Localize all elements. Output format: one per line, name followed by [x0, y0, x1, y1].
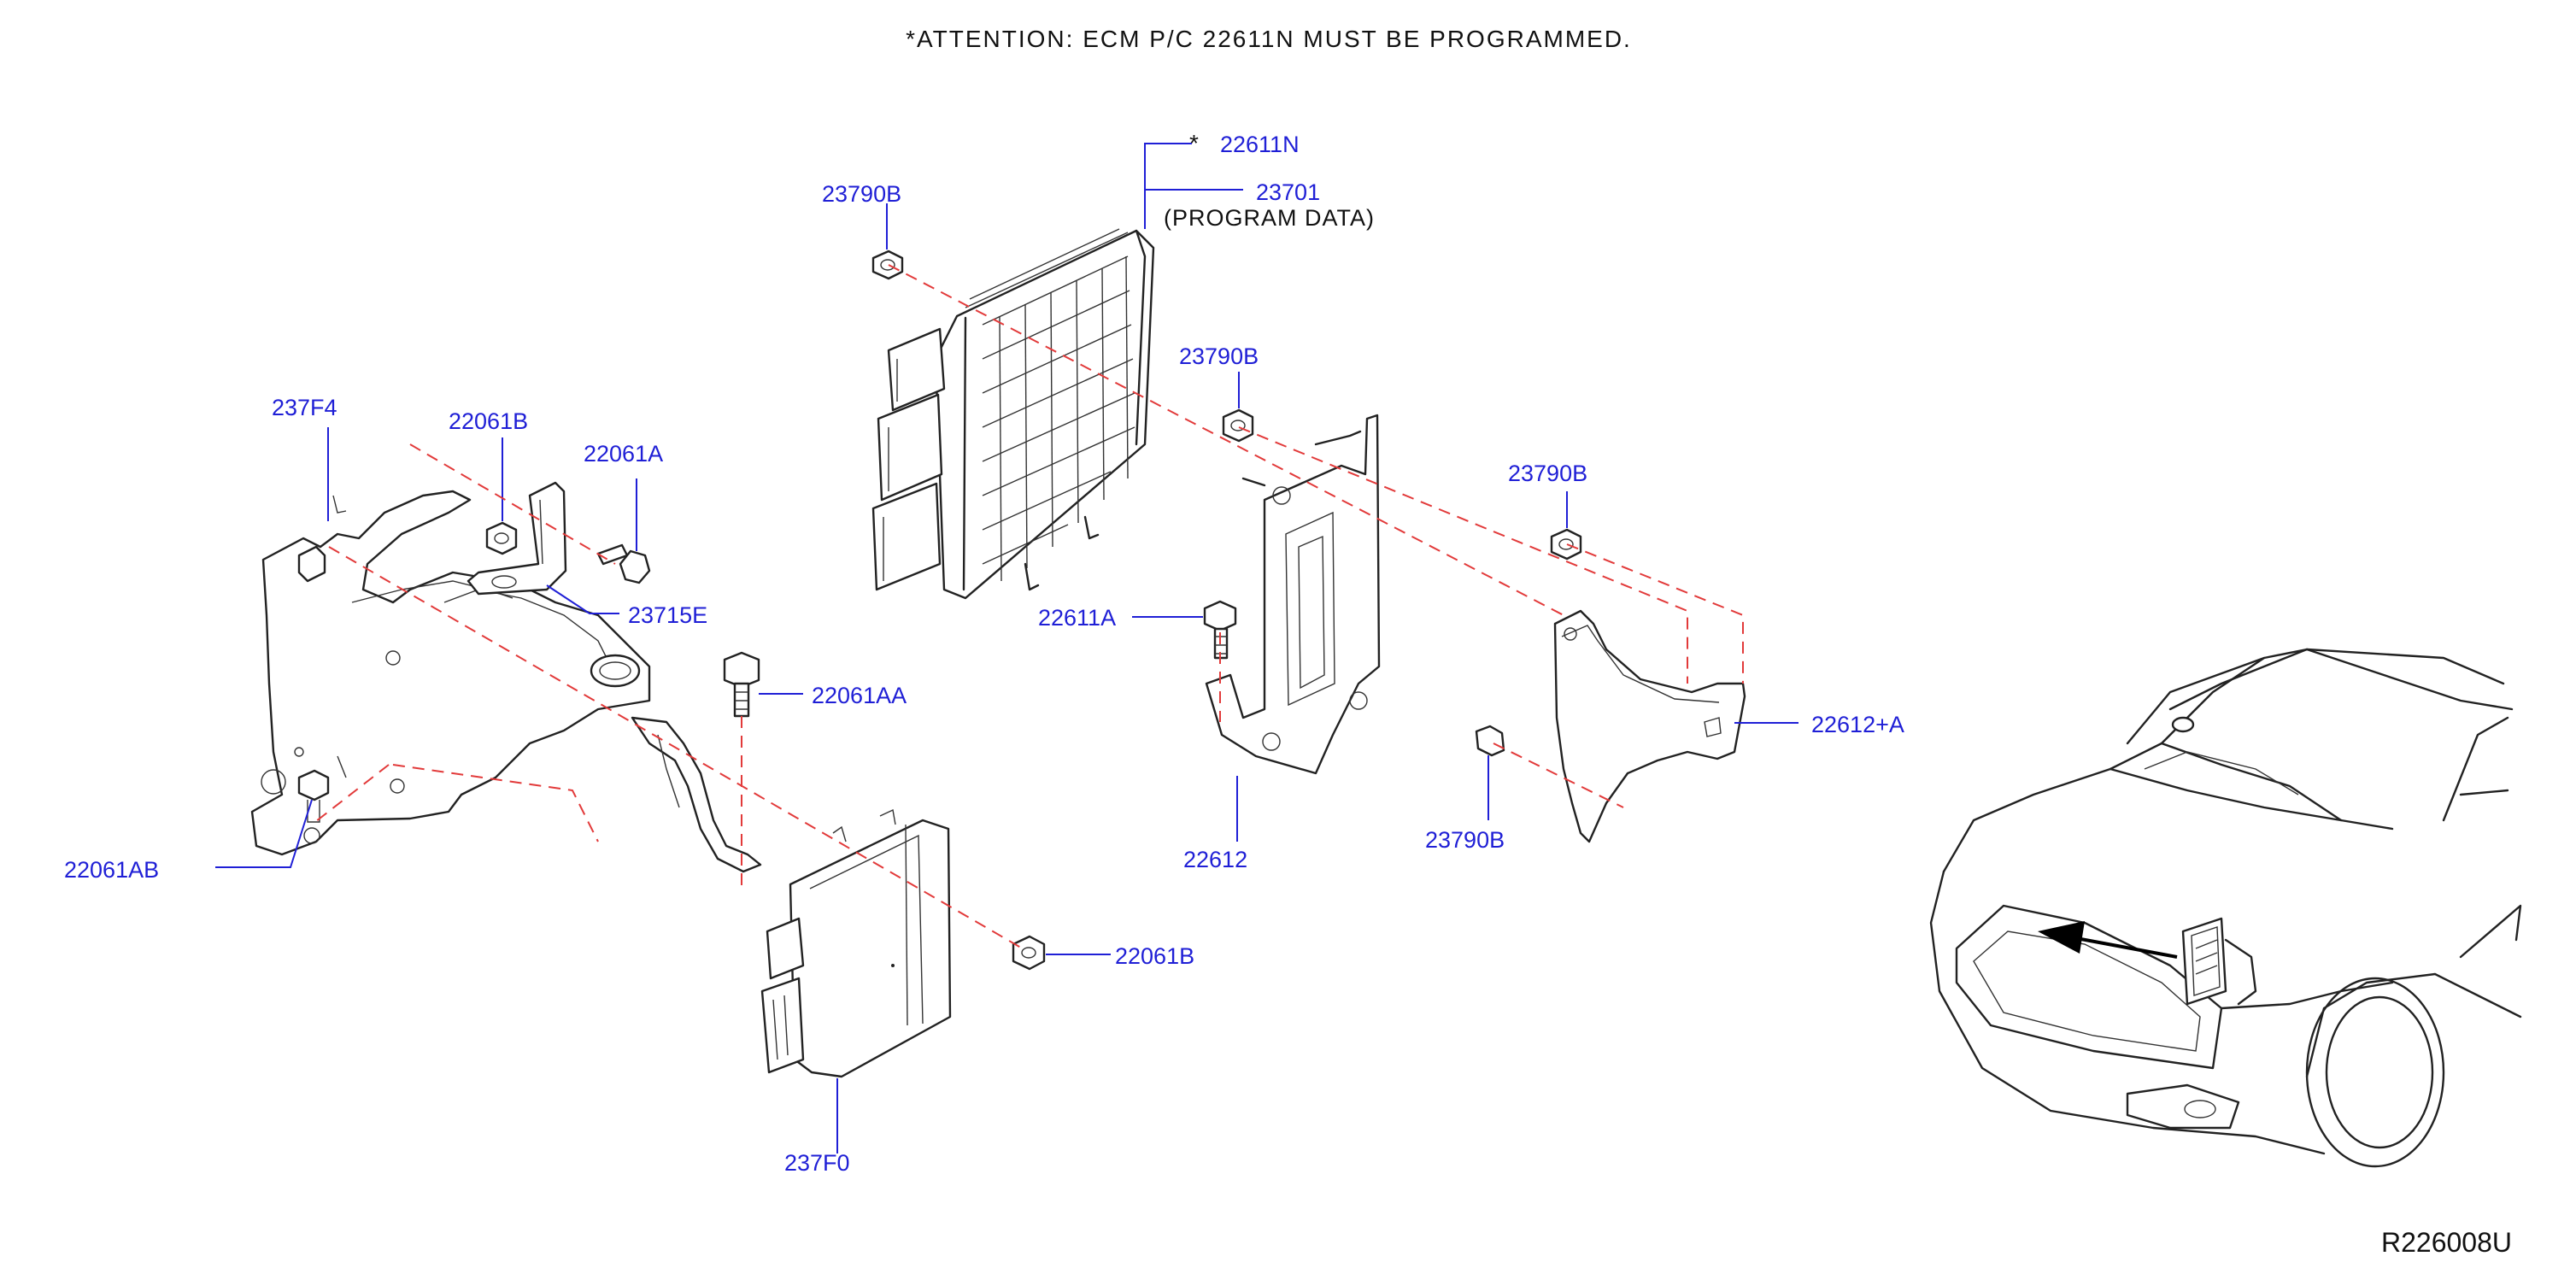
label-23790b-right: 23790B [1508, 461, 1587, 486]
label-237f4: 237F4 [272, 395, 337, 420]
label-22611n: 22611N [1220, 132, 1300, 157]
label-23701: 23701 [1256, 179, 1320, 205]
module-237f0 [760, 808, 952, 1154]
label-22061ab: 22061AB [64, 857, 159, 883]
label-237f0: 237F0 [784, 1150, 850, 1176]
nut-23790b-top [871, 203, 904, 280]
leader-22611n [1144, 143, 1243, 229]
bolt-22061aa [723, 651, 803, 718]
star-mark: * [1189, 130, 1199, 156]
nut-23790b-right [1550, 491, 1582, 561]
label-22061a: 22061A [584, 441, 663, 467]
bracket-22612 [1205, 414, 1381, 842]
label-22612a: 22612+A [1811, 712, 1904, 737]
label-22611a: 22611A [1038, 605, 1116, 631]
bracket-22612a [1553, 609, 1799, 843]
reference-code: R226008U [2381, 1227, 2512, 1258]
nut-22061b-bottom [1012, 935, 1111, 971]
bolt-22611a [1132, 600, 1237, 660]
nut-23790b-mid [1222, 372, 1254, 443]
label-23715e: 23715E [628, 602, 707, 628]
label-22061b-top: 22061B [449, 408, 528, 434]
label-22061aa: 22061AA [812, 683, 907, 708]
attention-note: *ATTENTION: ECM P/C 22611N MUST BE PROGR… [906, 26, 1632, 52]
alignment-lines [311, 264, 1744, 951]
nut-22061b-top [485, 437, 518, 555]
label-23790b-bottom: 23790B [1425, 827, 1505, 853]
label-23790b-mid: 23790B [1179, 343, 1259, 369]
label-22061b-bottom: 22061B [1115, 943, 1194, 969]
label-22612: 22612 [1183, 847, 1247, 872]
vehicle-location-illustration [1929, 648, 2522, 1168]
bracket-23715e [466, 481, 619, 614]
label-23790b-top: 23790B [822, 181, 901, 207]
bolt-22061ab [215, 769, 330, 868]
bolt-22061a [596, 478, 651, 584]
program-data-note: (PROGRAM DATA) [1164, 205, 1375, 231]
nut-23790b-bottom [1475, 725, 1505, 820]
ecm-unit-22611n [871, 228, 1155, 600]
bracket-237f4 [250, 427, 762, 873]
